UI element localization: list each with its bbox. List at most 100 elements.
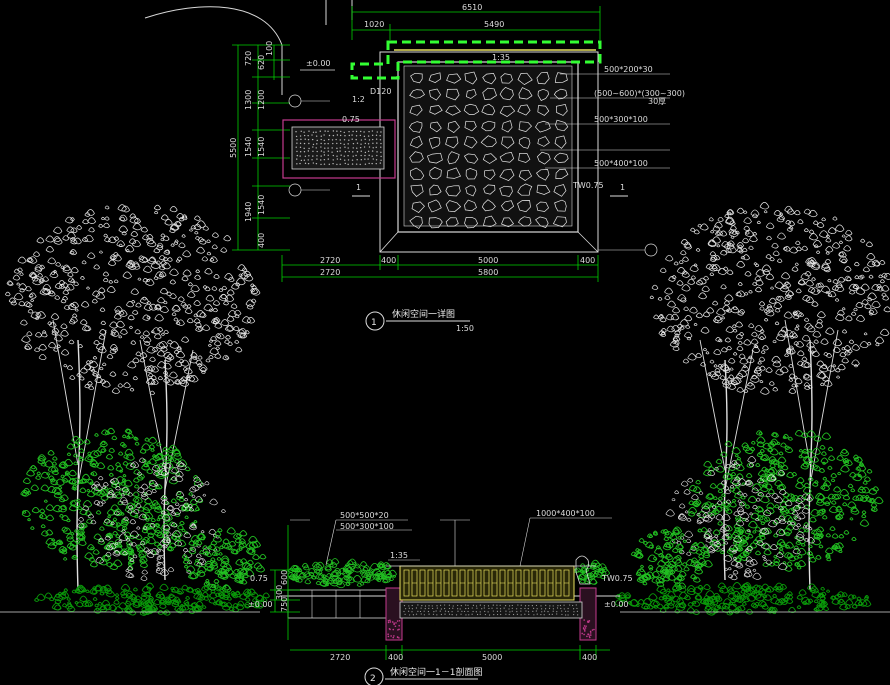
foliage-stroke xyxy=(88,385,95,391)
foliage-stroke xyxy=(128,260,133,265)
foliage-stroke xyxy=(252,602,261,609)
section-tw-right: TW0.75 xyxy=(601,574,633,583)
foliage-stroke xyxy=(709,483,717,489)
foliage-stroke xyxy=(701,285,710,293)
foliage-stroke xyxy=(831,595,837,600)
foliage-stroke xyxy=(856,464,867,472)
foliage-stroke xyxy=(853,307,858,312)
foliage-stroke xyxy=(744,480,752,486)
foliage-stroke xyxy=(123,382,131,389)
foliage-stroke xyxy=(769,438,779,446)
foliage-stroke xyxy=(188,548,197,555)
paving-stone xyxy=(465,185,477,197)
foliage-stroke xyxy=(239,530,248,537)
foliage-stroke xyxy=(145,591,152,597)
foliage-stroke xyxy=(66,605,76,612)
foliage-stroke xyxy=(753,344,759,348)
foliage-stroke xyxy=(62,264,71,272)
foliage-stroke xyxy=(60,265,65,269)
foliage-stroke xyxy=(99,526,105,531)
foliage-stroke xyxy=(166,379,175,386)
foliage-stroke xyxy=(738,249,744,254)
foliage-stroke xyxy=(213,274,220,279)
foliage-stroke xyxy=(754,286,763,293)
foliage-stroke xyxy=(804,271,812,277)
section-gravel-dot xyxy=(496,610,499,612)
wall-hatch-dot xyxy=(589,632,592,634)
section-gravel-dot xyxy=(439,610,441,612)
foliage-stroke xyxy=(350,565,356,570)
section-gravel-dot xyxy=(483,607,485,609)
foliage-stroke xyxy=(210,258,215,262)
foliage-stroke xyxy=(86,478,94,484)
foliage-stroke xyxy=(593,570,603,578)
section-gravel-dot xyxy=(577,614,579,616)
foliage-stroke xyxy=(70,227,78,234)
foliage-stroke xyxy=(151,327,161,335)
foliage-stroke xyxy=(79,367,88,374)
foliage-stroke xyxy=(767,467,775,474)
foliage-stroke xyxy=(175,491,185,498)
foliage-stroke xyxy=(835,515,842,521)
foliage-stroke xyxy=(31,506,40,514)
foliage-stroke xyxy=(175,259,181,263)
foliage-stroke xyxy=(844,459,853,466)
foliage-stroke xyxy=(171,466,180,474)
foliage-stroke xyxy=(79,478,87,484)
foliage-stroke xyxy=(715,465,725,473)
section-gravel-dot xyxy=(423,614,425,616)
foliage-stroke xyxy=(76,372,82,377)
gravel-dot xyxy=(359,146,362,149)
foliage-stroke xyxy=(36,237,45,244)
foliage-stroke xyxy=(186,291,196,298)
foliage-stroke xyxy=(84,552,94,560)
foliage-stroke xyxy=(133,509,140,514)
section-gravel-dot xyxy=(527,607,529,610)
foliage-stroke xyxy=(838,240,844,244)
foliage-stroke xyxy=(821,262,830,269)
gravel-dot xyxy=(336,155,338,157)
foliage-stroke xyxy=(635,603,640,607)
foliage-stroke xyxy=(98,287,106,293)
foliage-stroke xyxy=(880,285,890,292)
gravel-dot xyxy=(296,154,299,157)
foliage-stroke xyxy=(92,356,98,360)
section-gravel-dot xyxy=(527,611,530,613)
foliage-stroke xyxy=(392,574,397,578)
foliage-stroke xyxy=(153,247,161,254)
foliage-stroke xyxy=(728,601,734,606)
foliage-stroke xyxy=(692,576,701,583)
foliage-stroke xyxy=(687,353,697,361)
foliage-stroke xyxy=(714,534,719,538)
foliage-stroke xyxy=(816,222,825,228)
plan-bottom-dim-5000: 5000 xyxy=(478,256,498,265)
wall-hatch-dot xyxy=(588,620,591,622)
foliage-stroke xyxy=(52,456,58,461)
foliage-stroke xyxy=(725,309,730,313)
gravel-dot xyxy=(295,131,297,133)
foliage-stroke xyxy=(137,602,143,606)
gravel-dot xyxy=(355,154,357,157)
foliage-stroke xyxy=(749,512,753,516)
section-gravel-dot xyxy=(448,604,450,606)
section-gravel-dot xyxy=(403,605,406,607)
foliage-stroke xyxy=(666,569,674,575)
section-gravel-dot xyxy=(524,605,527,607)
foliage-stroke xyxy=(712,300,719,306)
foliage-stroke xyxy=(130,541,137,547)
foliage-stroke xyxy=(879,260,886,265)
foliage-stroke xyxy=(210,335,217,342)
foliage-stroke xyxy=(807,448,812,453)
section-gravel-dot xyxy=(548,613,550,615)
gravel-dot xyxy=(300,138,302,141)
foliage-stroke xyxy=(674,333,680,338)
foliage-stroke xyxy=(177,504,187,512)
foliage-stroke xyxy=(190,225,197,230)
section-gravel-dot xyxy=(567,607,569,610)
section-dim-400-b: 400 xyxy=(582,653,597,662)
foliage-stroke xyxy=(201,605,207,609)
foliage-stroke xyxy=(837,276,846,283)
foliage-stroke xyxy=(173,221,182,227)
foliage-stroke xyxy=(142,507,151,514)
foliage-stroke xyxy=(736,345,744,352)
